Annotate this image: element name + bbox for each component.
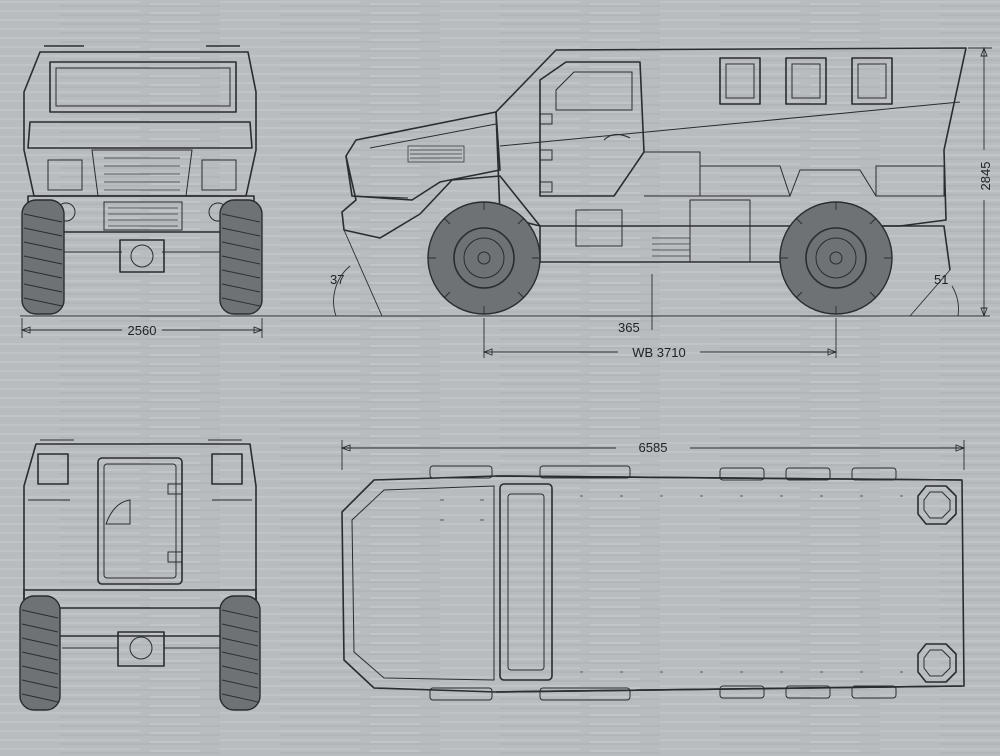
length-label: 6585 [639, 440, 668, 455]
wheelbase-label: WB 3710 [632, 345, 685, 360]
height-label: 2845 [978, 162, 993, 191]
top-view [341, 465, 965, 701]
front-width-dimension [20, 318, 264, 338]
approach-angle-label: 37 [330, 272, 344, 287]
front-view [21, 45, 263, 315]
length-dimension [340, 440, 966, 470]
ground-clearance-label: 365 [618, 320, 640, 335]
height-dimension [968, 46, 992, 318]
ground-clearance-dimension [640, 274, 664, 330]
side-view [341, 47, 967, 315]
front-width-label: 2560 [128, 323, 157, 338]
departure-angle-label: 51 [934, 272, 948, 287]
wheelbase-dimension [482, 318, 838, 358]
approach-angle-dimension [333, 229, 383, 317]
rear-view [19, 439, 261, 711]
departure-angle-dimension [909, 269, 959, 317]
